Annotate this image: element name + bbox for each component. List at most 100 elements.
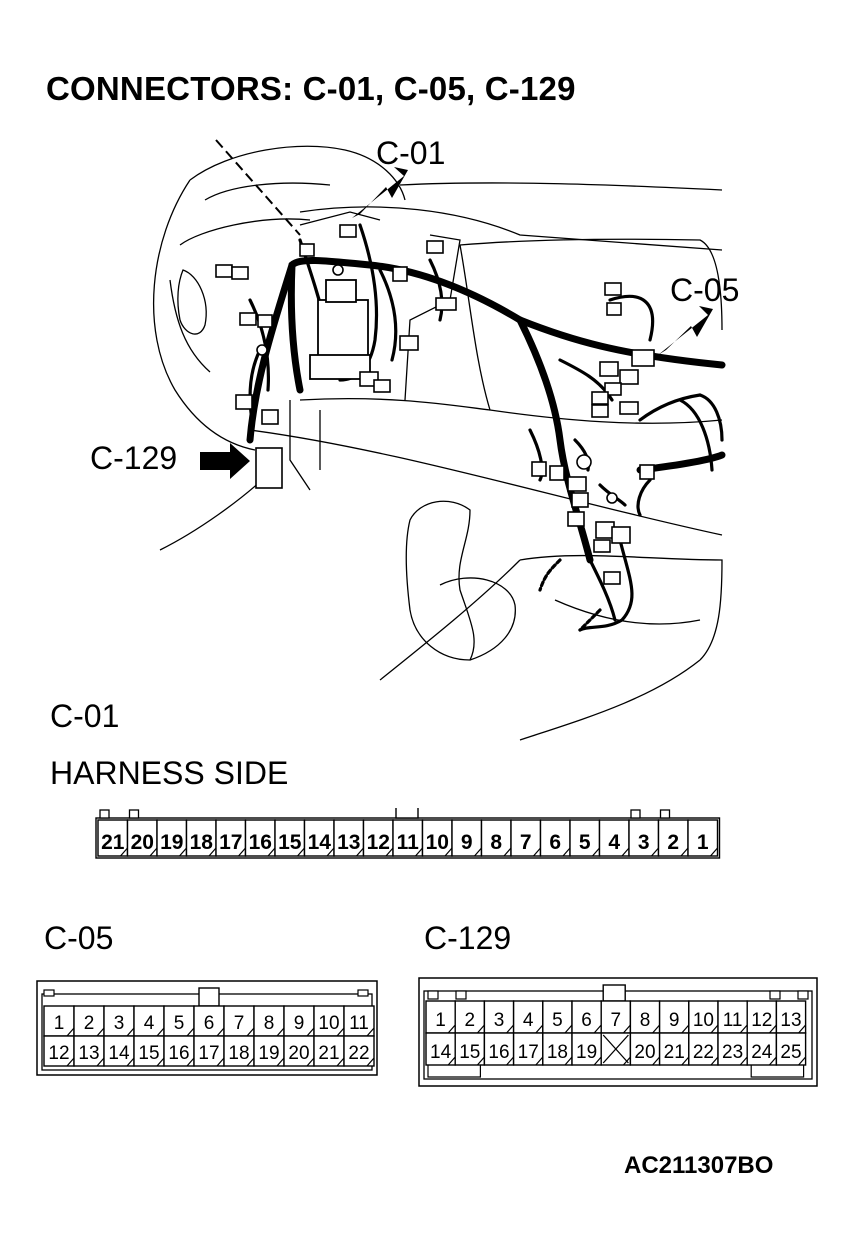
svg-text:18: 18 bbox=[228, 1043, 249, 1064]
c129-pin-7: 7 bbox=[600, 1000, 632, 1034]
svg-text:21: 21 bbox=[664, 1042, 685, 1063]
svg-text:19: 19 bbox=[258, 1043, 279, 1064]
c01-pin-10: 10 bbox=[421, 819, 453, 857]
svg-text:3: 3 bbox=[494, 1010, 505, 1031]
svg-text:8: 8 bbox=[264, 1013, 275, 1034]
svg-text:4: 4 bbox=[144, 1013, 155, 1034]
svg-text:1: 1 bbox=[54, 1013, 65, 1034]
c129-pin-15: 15 bbox=[454, 1032, 486, 1066]
c05-pin-20: 20 bbox=[283, 1035, 315, 1067]
c01-pin-15: 15 bbox=[274, 819, 306, 857]
c129-pin-11: 11 bbox=[717, 1000, 748, 1034]
svg-text:6: 6 bbox=[549, 831, 561, 854]
svg-text:7: 7 bbox=[520, 831, 532, 854]
svg-text:2: 2 bbox=[667, 831, 679, 854]
svg-text:10: 10 bbox=[318, 1013, 339, 1034]
svg-text:20: 20 bbox=[634, 1042, 655, 1063]
svg-text:17: 17 bbox=[198, 1043, 219, 1064]
svg-text:12: 12 bbox=[367, 831, 390, 854]
c129-pin-9: 9 bbox=[658, 1000, 690, 1034]
svg-text:20: 20 bbox=[288, 1043, 309, 1064]
c129-pin-20: 20 bbox=[629, 1032, 661, 1066]
c129-pin-4: 4 bbox=[512, 1000, 544, 1034]
c129-pin-8: 8 bbox=[629, 1000, 661, 1034]
c05-pin-3: 3 bbox=[103, 1005, 135, 1037]
svg-text:7: 7 bbox=[234, 1013, 245, 1034]
c01-pin-18: 18 bbox=[185, 819, 217, 857]
c129-callout-label: C-129 bbox=[90, 440, 178, 476]
c129-pin-22: 22 bbox=[688, 1032, 719, 1066]
svg-text:16: 16 bbox=[168, 1043, 189, 1064]
c05-pin-4: 4 bbox=[133, 1005, 165, 1037]
svg-text:17: 17 bbox=[518, 1042, 539, 1063]
c05-pin-8: 8 bbox=[253, 1005, 285, 1037]
svg-text:6: 6 bbox=[581, 1010, 592, 1031]
svg-text:11: 11 bbox=[397, 831, 420, 854]
c05-pin-13: 13 bbox=[73, 1035, 105, 1067]
c05-pin-22: 22 bbox=[343, 1035, 375, 1067]
harness-connector-icons bbox=[215, 224, 655, 585]
svg-text:19: 19 bbox=[160, 831, 183, 854]
c01-pin-7: 7 bbox=[510, 819, 542, 857]
svg-text:8: 8 bbox=[640, 1010, 651, 1031]
c05-pin-1: 1 bbox=[43, 1005, 75, 1037]
svg-text:5: 5 bbox=[174, 1013, 185, 1034]
svg-text:21: 21 bbox=[101, 831, 125, 854]
c05-pin-9: 9 bbox=[283, 1005, 315, 1037]
c01-pin-21: 21 bbox=[97, 819, 129, 857]
c129-pin-25: 25 bbox=[775, 1032, 807, 1066]
c129-pin-14: 14 bbox=[425, 1032, 456, 1066]
svg-text:14: 14 bbox=[308, 831, 332, 854]
svg-text:18: 18 bbox=[190, 831, 214, 854]
svg-text:15: 15 bbox=[278, 831, 302, 854]
svg-text:15: 15 bbox=[459, 1042, 480, 1063]
c129-pin-16: 16 bbox=[483, 1032, 515, 1066]
illustration-code: AC211307BO bbox=[624, 1152, 774, 1179]
c05-pin-11: 11 bbox=[343, 1005, 375, 1037]
c05-pin-17: 17 bbox=[193, 1035, 225, 1067]
svg-text:16: 16 bbox=[488, 1042, 509, 1063]
svg-text:4: 4 bbox=[523, 1010, 534, 1031]
svg-text:11: 11 bbox=[723, 1010, 743, 1031]
svg-text:10: 10 bbox=[693, 1010, 714, 1031]
c01-pin-20: 20 bbox=[126, 819, 158, 857]
c05-pin-16: 16 bbox=[163, 1035, 195, 1067]
c05-arrow bbox=[658, 306, 713, 355]
c129-pin-10: 10 bbox=[688, 1000, 719, 1034]
c01-pin-19: 19 bbox=[156, 819, 188, 857]
svg-text:22: 22 bbox=[693, 1042, 714, 1063]
diagram-title: CONNECTORS: C-01, C-05, C-129 bbox=[46, 70, 576, 107]
c01-pin-11: 11 bbox=[392, 819, 424, 857]
c129-pin-12: 12 bbox=[746, 1000, 778, 1034]
c05-pin-18: 18 bbox=[223, 1035, 255, 1067]
svg-text:19: 19 bbox=[576, 1042, 597, 1063]
svg-text:14: 14 bbox=[430, 1042, 452, 1063]
svg-text:17: 17 bbox=[219, 831, 242, 854]
c129-pin-1: 1 bbox=[425, 1000, 456, 1034]
c01-arrow bbox=[352, 167, 408, 218]
svg-text:22: 22 bbox=[348, 1043, 369, 1064]
svg-text:9: 9 bbox=[461, 831, 473, 854]
c05-pin-10: 10 bbox=[313, 1005, 345, 1037]
c129-pin-24: 24 bbox=[746, 1032, 778, 1066]
svg-text:13: 13 bbox=[780, 1010, 801, 1031]
c129-arrow bbox=[200, 443, 250, 479]
svg-text:6: 6 bbox=[204, 1013, 215, 1034]
c05-pin-7: 7 bbox=[223, 1005, 255, 1037]
c01-pin-12: 12 bbox=[362, 819, 394, 857]
svg-text:13: 13 bbox=[78, 1043, 99, 1064]
c01-section-label: C-01 bbox=[50, 698, 120, 734]
c05-pin-5: 5 bbox=[163, 1005, 195, 1037]
svg-text:2: 2 bbox=[84, 1013, 95, 1034]
svg-text:12: 12 bbox=[751, 1010, 772, 1031]
c05-pin-21: 21 bbox=[313, 1035, 345, 1067]
svg-text:4: 4 bbox=[608, 831, 620, 854]
c129-pin-23: 23 bbox=[717, 1032, 748, 1066]
c01-pin-1: 1 bbox=[687, 819, 719, 857]
c129-pin-13: 13 bbox=[775, 1000, 807, 1034]
svg-text:20: 20 bbox=[131, 831, 154, 854]
